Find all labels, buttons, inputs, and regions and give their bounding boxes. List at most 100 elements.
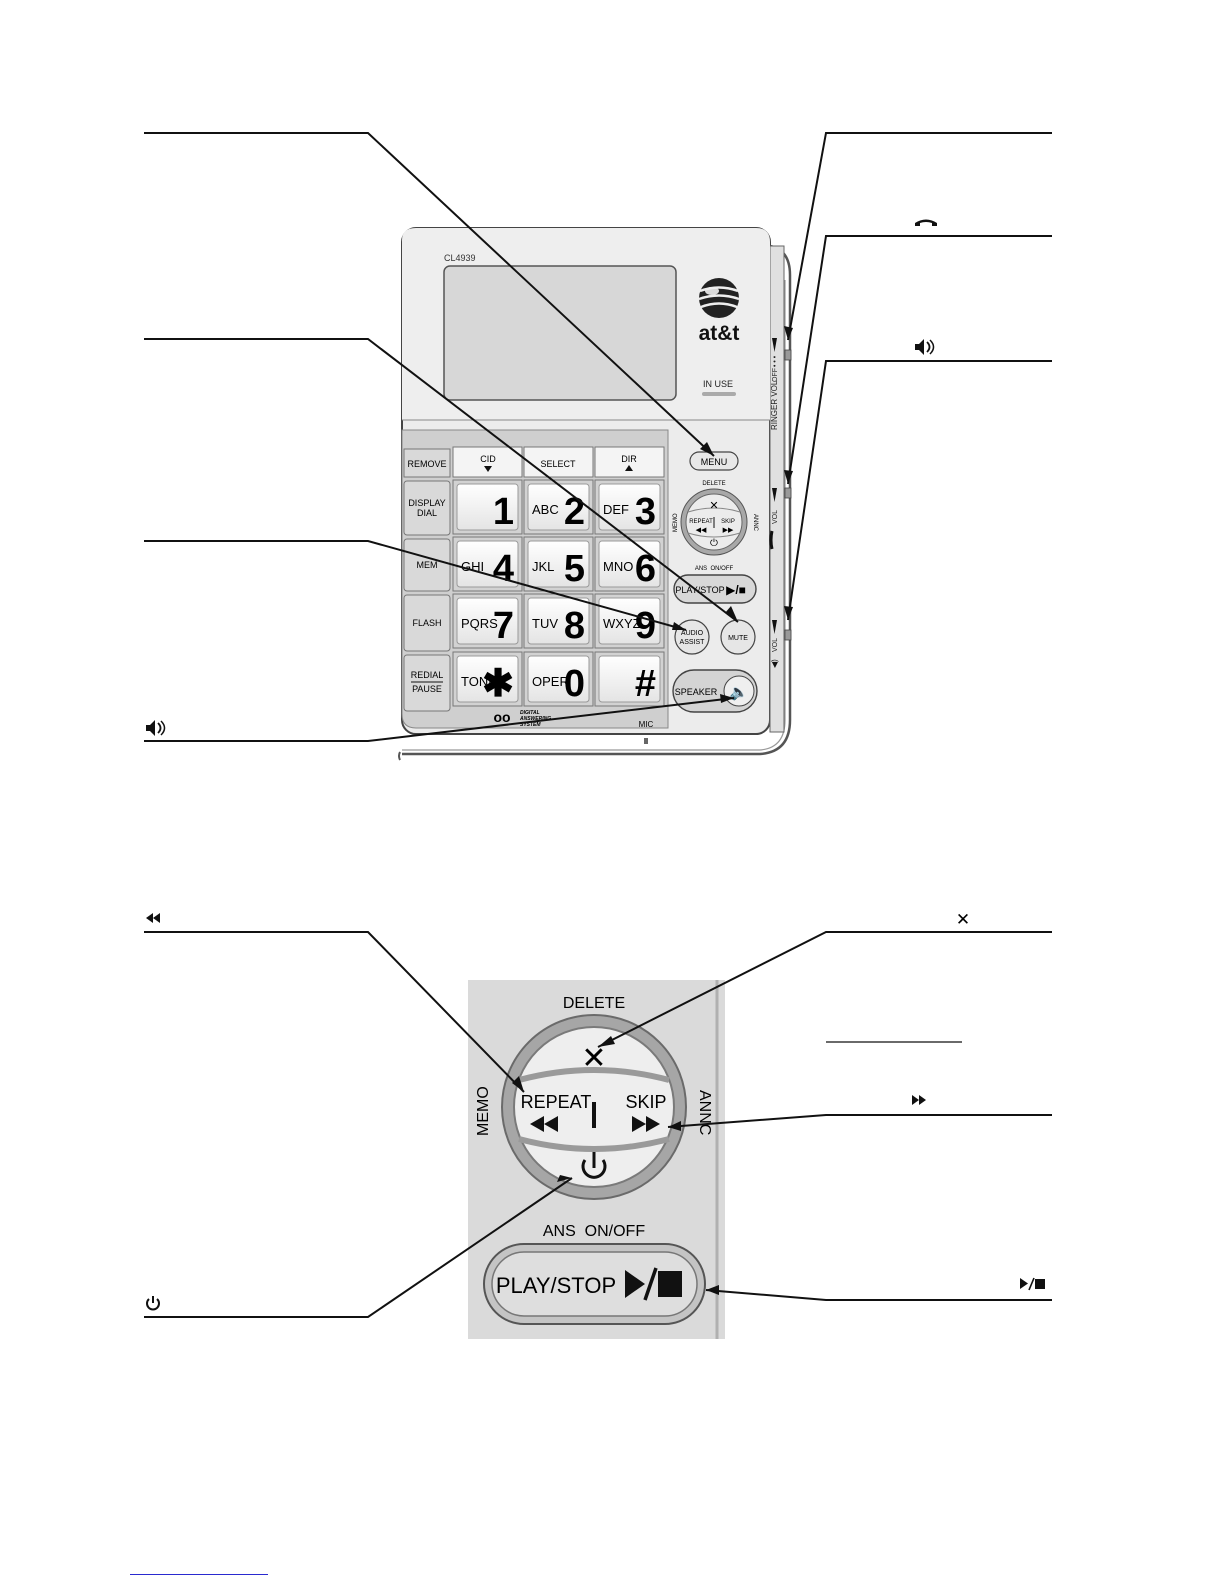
skip-button-icon[interactable] [632, 1116, 660, 1132]
digit-key-digit: 7 [493, 605, 514, 647]
svg-text:◀): ◀) [770, 659, 779, 668]
handset-small-icon [769, 530, 774, 550]
model-label: CL4939 [444, 253, 476, 263]
digit-key[interactable]: GHI 4 [452, 536, 523, 592]
mem-key[interactable]: MEM [417, 560, 438, 570]
handset-vol-label: VOL [772, 510, 779, 524]
digit-key-digit: 5 [564, 548, 585, 590]
play-stop-small-button[interactable] [673, 574, 757, 604]
down-arrow-icon [484, 466, 492, 472]
power-small-icon[interactable]: ⏻ [710, 538, 718, 549]
play-stop-label: PLAY/STOP [496, 1273, 616, 1298]
digit-key[interactable]: JKL 5 [523, 536, 594, 592]
display-dial-key-line2: DIAL [417, 508, 437, 518]
das-line3: SYSTEM [520, 722, 541, 728]
audio-assist-label-1: AUDIO [681, 630, 704, 637]
mic-label: MIC [639, 720, 654, 729]
skip-label: SKIP [625, 1092, 666, 1112]
answer-power-icon[interactable] [581, 1152, 607, 1179]
digit-key-digit: ✱ [482, 663, 514, 705]
digit-key[interactable]: # [594, 651, 665, 707]
audio-assist-label-2: ASSIST [680, 639, 706, 646]
memo-label: MEMO [475, 1086, 492, 1136]
digit-key[interactable]: TONE✱ [452, 651, 523, 707]
digit-key-digit: 4 [493, 548, 514, 590]
cid-key[interactable]: CID [480, 454, 496, 464]
speaker-icon [146, 720, 166, 736]
menu-button[interactable] [689, 451, 739, 471]
digit-key-letters: GHI [461, 559, 484, 574]
delete-x-icon: ✕ [956, 910, 970, 929]
delete-label: DELETE [563, 995, 625, 1012]
speaker-label: SPEAKER [675, 687, 718, 697]
delete-x-icon[interactable]: ✕ [581, 1042, 606, 1075]
flash-key[interactable]: FLASH [412, 618, 441, 628]
audio-assist-button[interactable] [674, 619, 710, 655]
ringer-vol-switch[interactable] [784, 349, 792, 361]
up-arrow-icon [625, 465, 633, 471]
dir-key[interactable]: DIR [621, 454, 637, 464]
brand-label: at&t [699, 322, 740, 345]
speaker-small-icon: 🔈 [730, 684, 749, 701]
digit-key-digit: 8 [564, 605, 585, 647]
hook-icon [915, 219, 937, 226]
delete-small-label: DELETE [702, 481, 725, 487]
play-stop-small-label: PLAY/STOP [675, 585, 724, 595]
digit-key[interactable]: TUV 8 [523, 593, 594, 649]
speaker-icon [915, 339, 935, 355]
top-callouts [144, 132, 1052, 742]
att-logo [698, 278, 740, 318]
digit-key-digit: 1 [493, 491, 514, 533]
display-dial-key[interactable]: DISPLAY [408, 498, 445, 508]
digit-key-digit: 0 [564, 663, 585, 705]
repeat-small-icon[interactable]: ◀◀ [696, 527, 707, 534]
digit-key[interactable]: 1 [452, 479, 523, 535]
answering-system-icon: oo [493, 709, 510, 725]
repeat-label: REPEAT [521, 1092, 592, 1112]
handset-vol-button[interactable] [784, 487, 792, 499]
digit-key-letters: TONE [461, 674, 497, 689]
in-use-label: IN USE [703, 379, 733, 389]
off-label: OFF [772, 368, 779, 382]
digit-key-letters: ABC [532, 502, 559, 517]
redial-key[interactable]: REDIAL [411, 670, 444, 680]
mute-button[interactable] [720, 619, 756, 655]
remove-key[interactable]: REMOVE [407, 459, 446, 469]
ans-small-label: ANS ON/OFF [695, 566, 734, 572]
left-keys: DISPLAY DIAL MEM FLASH REDIAL PAUSE [403, 480, 451, 712]
digit-key-letters: PQRS [461, 616, 498, 631]
speaker-vol-button[interactable] [784, 629, 792, 641]
play-stop-button-icon [625, 1267, 682, 1301]
answering-controls-detail: DELETE MEMO ANNC ✕ REPEAT SKIP ANS ON/OF… [468, 980, 725, 1339]
mic-hole [644, 738, 648, 744]
select-key[interactable]: SELECT [540, 459, 576, 469]
separator-bar [592, 1102, 596, 1128]
digit-key-letters: JKL [532, 559, 554, 574]
skip-small-icon[interactable]: ▶▶ [723, 527, 734, 534]
das-line1: DIGITAL [520, 710, 540, 716]
digit-key-letters: OPER [532, 674, 569, 689]
pause-key[interactable]: PAUSE [412, 684, 442, 694]
delete-small-icon[interactable]: ✕ [709, 500, 718, 512]
rewind-button-icon[interactable] [530, 1116, 558, 1132]
digit-key-letters: WXYZ [603, 616, 641, 631]
phone-base: CL4939 at&t IN USE RINGER VOL OFF • • • … [398, 227, 792, 761]
menu-label: MENU [701, 457, 728, 467]
digit-key-letters: TUV [532, 616, 558, 631]
rewind-icon [146, 913, 160, 923]
power-icon [146, 1296, 160, 1311]
annc-label: ANNC [696, 1090, 713, 1135]
ringer-vol-label: RINGER VOL [770, 380, 779, 430]
top-keys: REMOVE CID SELECT DIR [403, 446, 665, 478]
memo-small-label: MEMO [673, 513, 679, 532]
fast-forward-icon [912, 1095, 926, 1105]
digit-key-digit: # [635, 663, 656, 705]
footer-link-rule[interactable] [130, 1574, 268, 1575]
